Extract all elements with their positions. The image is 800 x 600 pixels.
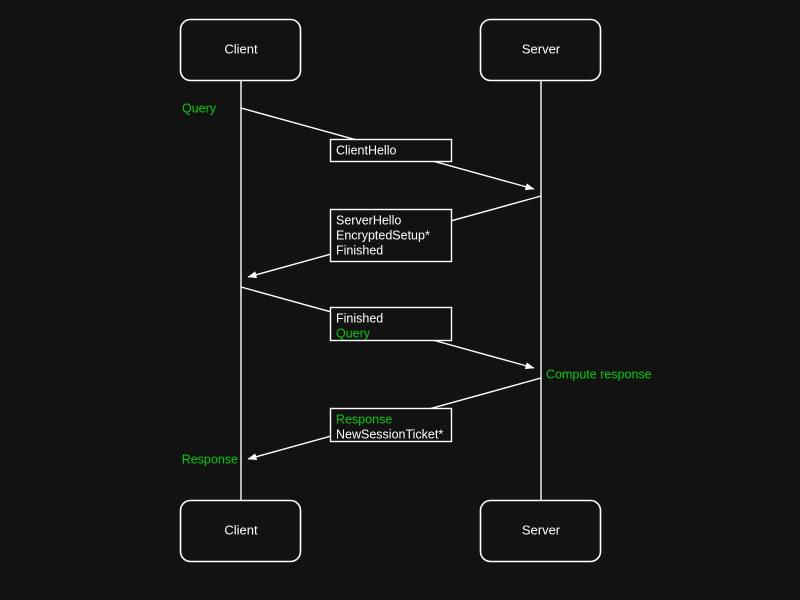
message-finished-query-line-2: Query (336, 326, 371, 340)
message-finished-query-box (329, 306, 453, 342)
actor-client-top-label: Client (224, 41, 258, 56)
message-server-hello-line-3: Finished (336, 243, 383, 257)
message-client-hello-box (329, 138, 453, 163)
message-response-ticket: Response NewSessionTicket* (247, 377, 542, 461)
message-response-ticket-line-1: Response (336, 412, 392, 426)
actor-server-bottom[interactable]: Server (479, 499, 602, 563)
message-finished-query-line-1: Finished (336, 311, 383, 325)
message-server-hello: ServerHello EncryptedSetup* Finished (247, 195, 542, 279)
actor-server-top[interactable]: Server (479, 18, 602, 82)
actor-server-bottom-label: Server (522, 522, 561, 537)
message-server-hello-line-1: ServerHello (336, 213, 401, 227)
actor-client-bottom-box (179, 499, 302, 563)
actor-client-bottom[interactable]: Client (179, 499, 302, 563)
actor-server-top-label: Server (522, 41, 561, 56)
message-server-hello-line-2: EncryptedSetup* (336, 228, 430, 242)
message-response-ticket-line-2: NewSessionTicket* (336, 427, 443, 441)
message-response-ticket-box (329, 407, 453, 443)
actor-client-top[interactable]: Client (179, 18, 302, 82)
annotation-compute-response: Compute response (546, 367, 652, 381)
actor-client-bottom-label: Client (224, 522, 258, 537)
actor-client-top-box (179, 18, 302, 82)
message-server-hello-box (329, 208, 453, 263)
actor-server-bottom-box (479, 499, 602, 563)
message-client-hello: ClientHello (240, 107, 535, 191)
annotation-response: Response (182, 452, 238, 466)
actor-server-top-box (479, 18, 602, 82)
annotation-query: Query (182, 101, 217, 115)
message-client-hello-line-1: ClientHello (336, 143, 396, 157)
message-finished-query: Finished Query (240, 286, 535, 370)
